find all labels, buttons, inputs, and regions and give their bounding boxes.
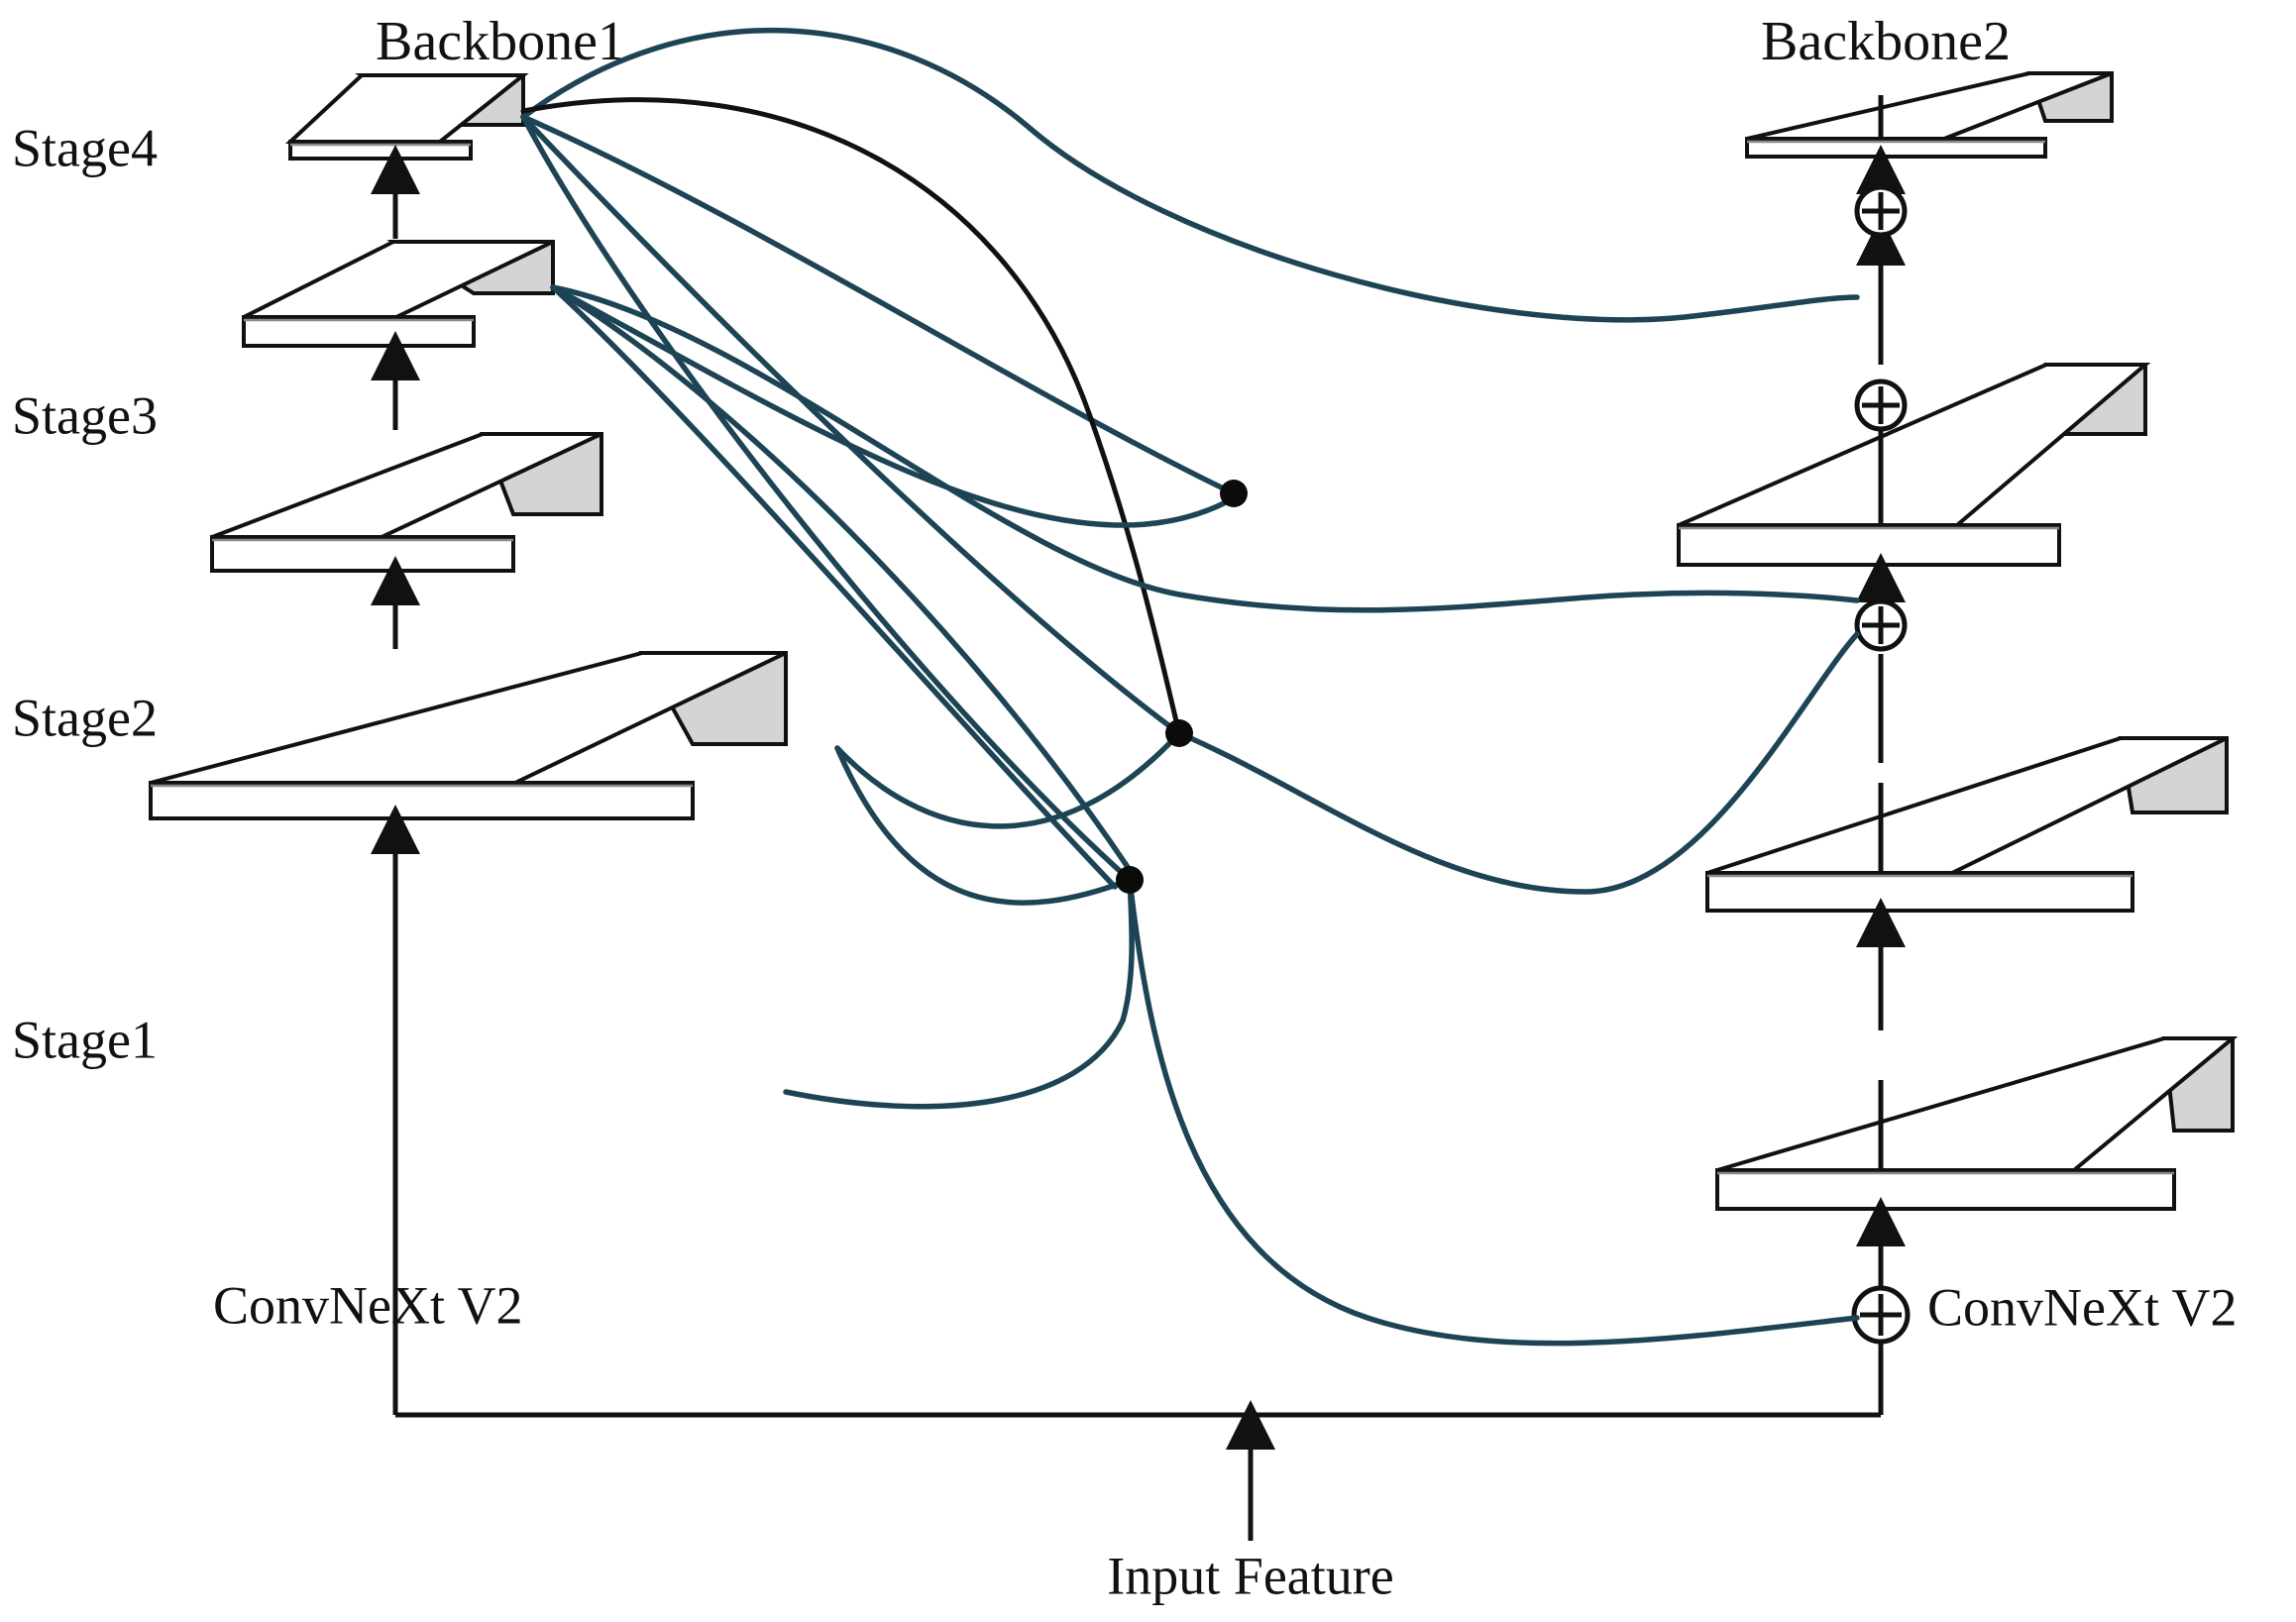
connector-s4-black-branch [520,97,1182,736]
connector-s1-to-junction-c [783,877,1135,1110]
stage-label-stage4: Stage4 [12,118,158,177]
add-node-stage2[interactable] [1854,598,1908,652]
backbone1-stage2-slab [210,432,603,573]
connector-s2-to-junction-c [834,745,1133,906]
add-node-stage3[interactable] [1854,378,1908,432]
connector-s3-to-junction-c [550,284,1118,890]
backbone1-stage3-slab [242,240,555,348]
junction-dot-middle [1165,719,1193,747]
stage-label-stage1: Stage1 [12,1010,158,1069]
add-node-stage4[interactable] [1854,184,1908,238]
connector-s3-to-junction-b [550,284,1133,873]
add-node-stage1[interactable] [1851,1285,1911,1345]
connector-s4-to-b2-stage4 [520,27,1860,323]
backbone2-title: Backbone2 [1761,11,2011,72]
backbone1-stage1-slab [149,651,788,820]
connector-s3-to-b2-stage3 [550,284,1860,613]
connector-junction-b-to-b2-stage2 [1176,631,1860,895]
junction-dot-upper [1220,480,1248,507]
convnext-label-right: ConvNeXt V2 [1927,1277,2238,1337]
connector-s3-to-junction-a [550,284,1242,528]
connector-junction-c-to-b2-stage1 [1127,877,1860,1347]
stage-label-stage3: Stage3 [12,385,158,445]
backbone2-stage3-slab [1677,363,2151,567]
backbone1-title: Backbone1 [376,11,625,72]
convnext-label-left: ConvNeXt V2 [213,1275,523,1335]
input-feature-label: Input Feature [1107,1546,1393,1605]
backbone2-stage1-slab [1715,1036,2239,1211]
connector-s4-to-junction-c [520,114,1133,883]
connector-s2-to-junction-b [834,730,1182,829]
stage-label-stage2: Stage2 [12,688,158,747]
junction-dot-lower [1116,866,1144,894]
connector-s4-to-junction-a [520,114,1237,496]
backbone2-stage2-slab [1705,736,2229,913]
